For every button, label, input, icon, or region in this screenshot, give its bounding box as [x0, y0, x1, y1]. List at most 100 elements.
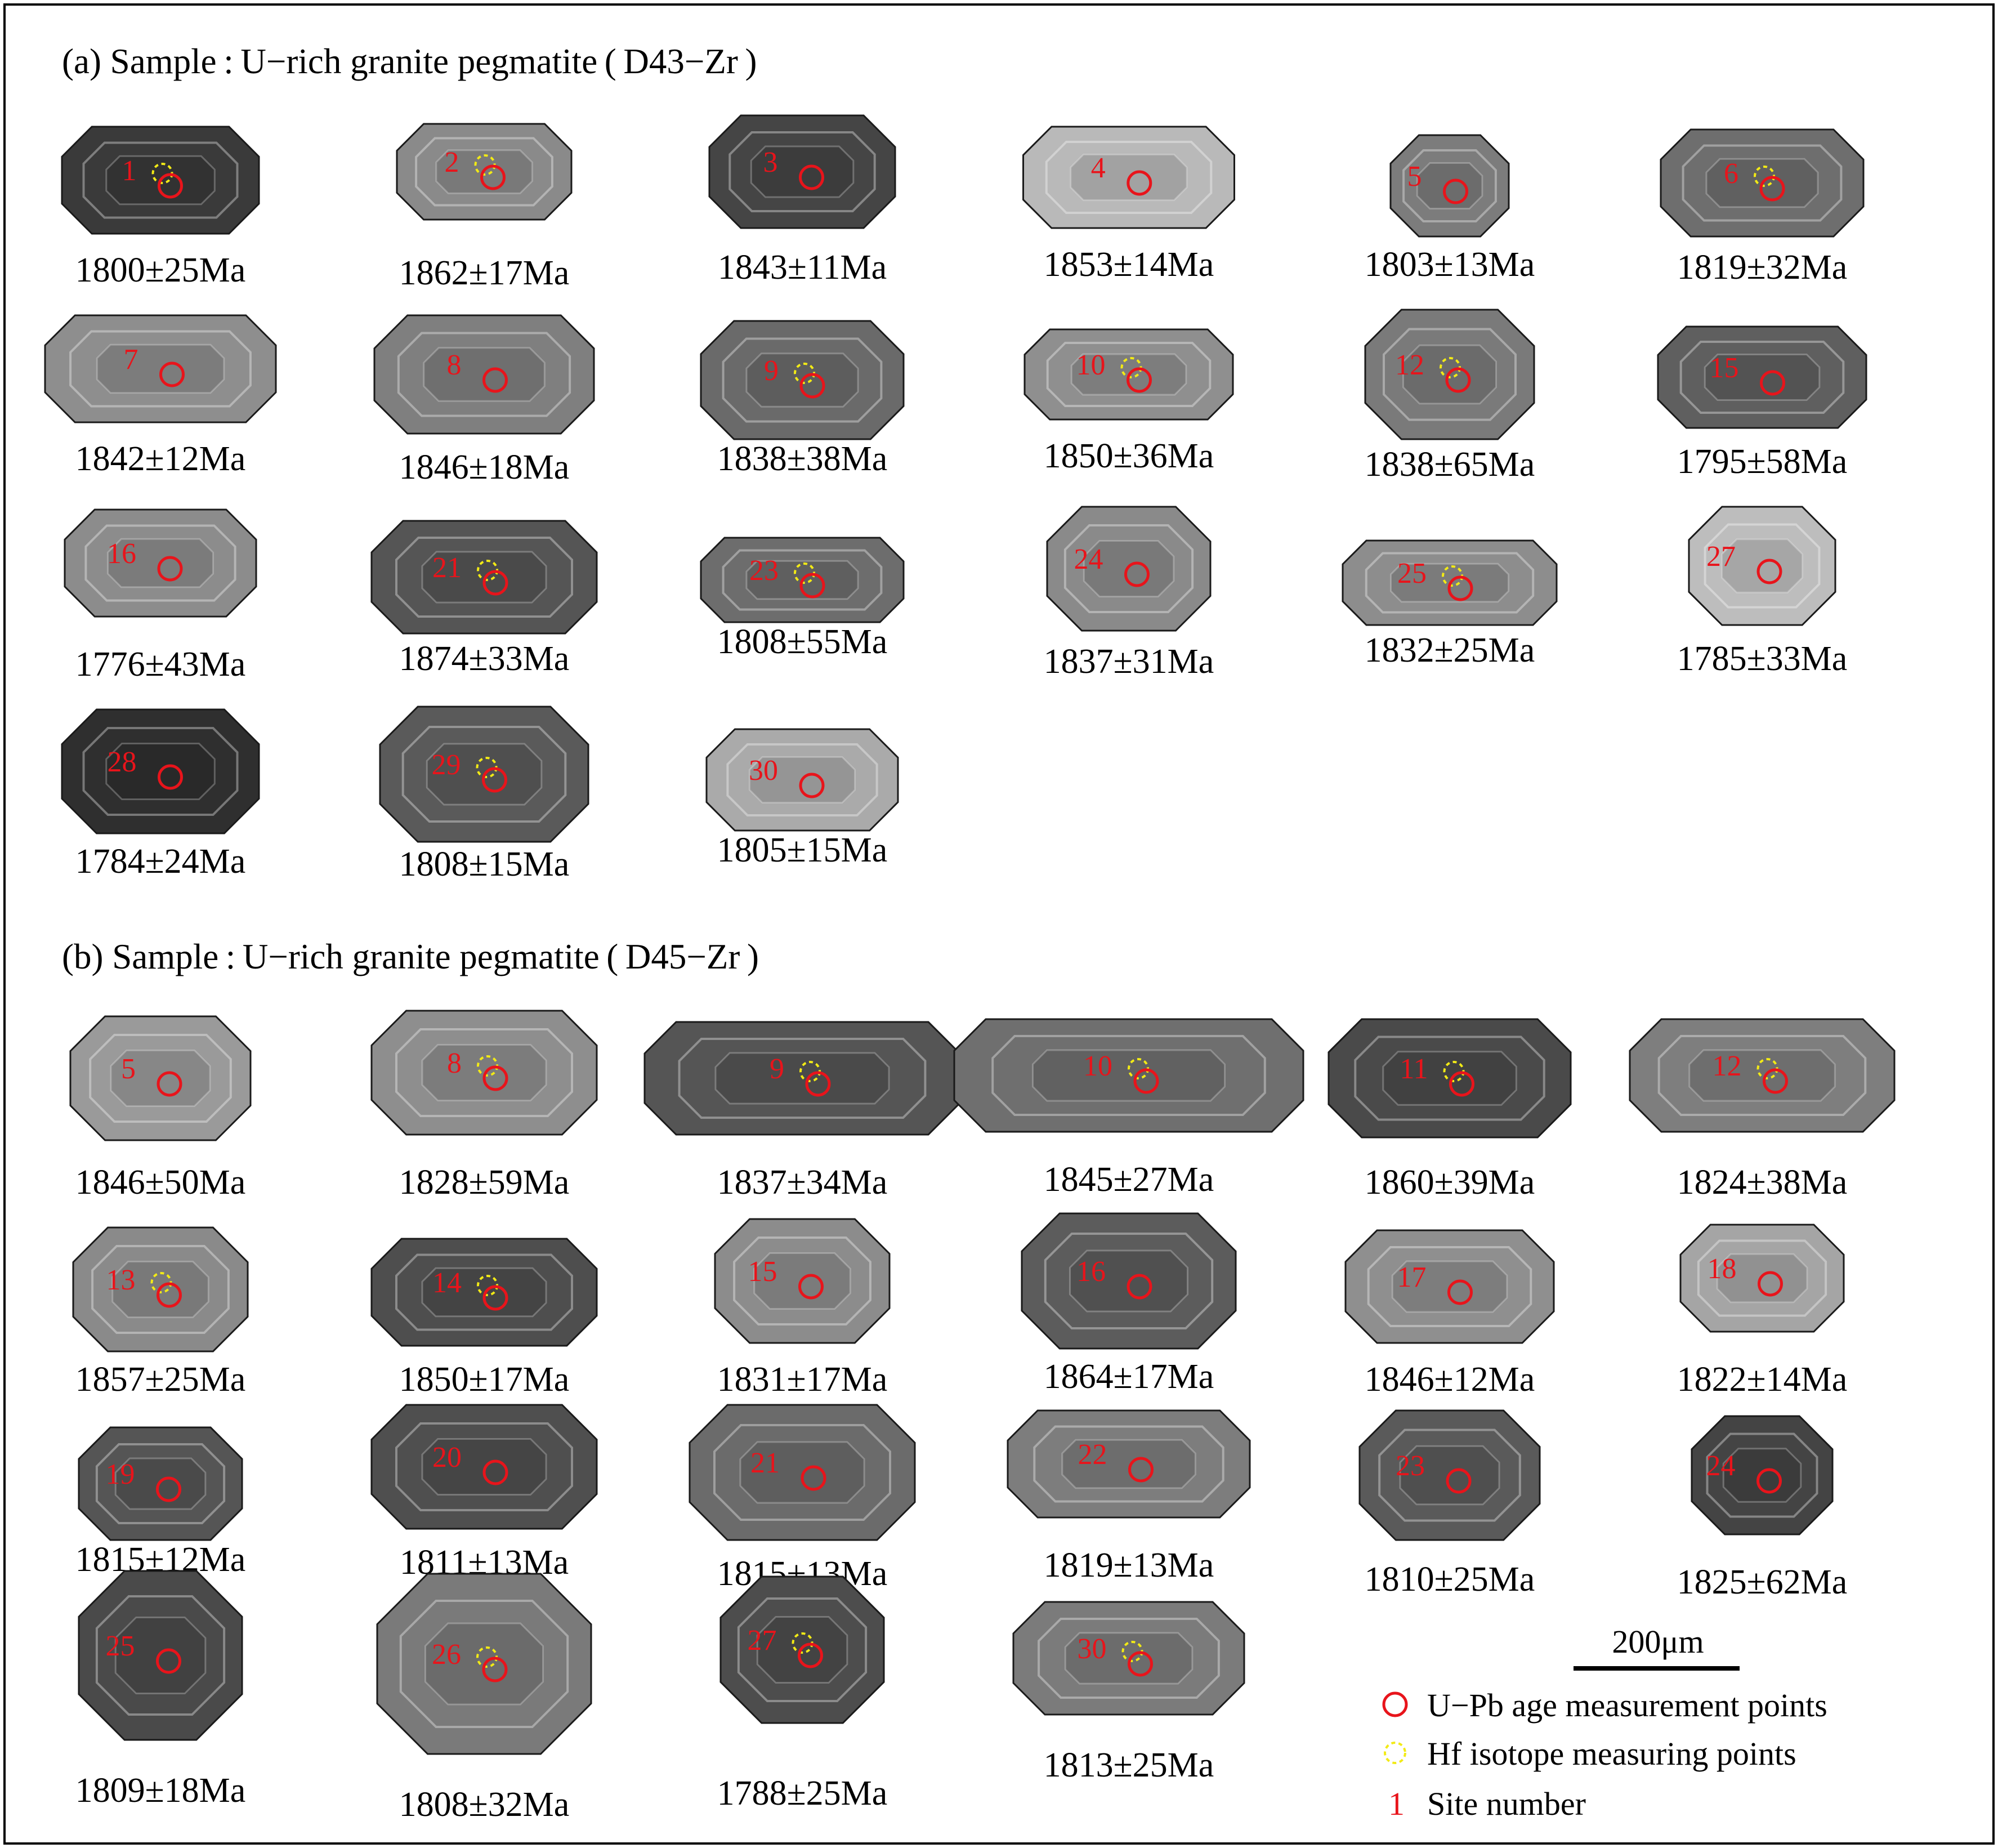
age-label: 1853±14Ma	[1044, 245, 1214, 284]
age-label: 1874±33Ma	[399, 640, 570, 678]
site-number-label: 13	[106, 1264, 136, 1296]
age-label: 1850±36Ma	[1044, 437, 1214, 475]
site-number-label: 15	[1710, 352, 1739, 384]
zircon-zoning-ring	[733, 1237, 871, 1325]
upb-spot-marker	[1127, 1274, 1152, 1300]
scale-bar: 200μm	[1574, 1623, 1740, 1671]
zircon-zoning-ring	[395, 1028, 573, 1117]
site-number-label: 16	[107, 538, 136, 570]
site-number-label: 8	[447, 349, 462, 381]
zircon-zoning-ring	[395, 537, 573, 618]
site-number-label: 18	[1708, 1253, 1737, 1285]
zircon-grain-body	[953, 1018, 1304, 1133]
zircon-core	[1382, 1051, 1517, 1106]
age-label: 1819±32Ma	[1677, 248, 1848, 287]
site-number-label: 25	[106, 1630, 135, 1662]
age-label: 1810±25Ma	[1365, 1560, 1535, 1599]
upb-spot-marker	[156, 1476, 181, 1502]
upb-spot-marker	[1447, 575, 1473, 601]
legend-hf-label: Hf isotope measuring points	[1427, 1735, 1796, 1772]
zircon-zoning-ring	[69, 330, 252, 408]
zircon-zoning-ring	[95, 1595, 226, 1716]
zircon-zoning-ring	[1704, 523, 1821, 609]
site-number-label: 24	[1074, 543, 1103, 575]
figure-frame	[3, 3, 1995, 1845]
site-number-label: 22	[1078, 1439, 1107, 1471]
panel-b-grains: 5 1846±50Ma 81828±59Ma91837±34Ma101845±27M…	[69, 1010, 1896, 1824]
upb-spot-marker	[1446, 1468, 1472, 1494]
upb-spot-marker	[1758, 1271, 1783, 1297]
age-label: 1776±43Ma	[75, 645, 246, 684]
age-label: 1864±17Ma	[1044, 1358, 1214, 1396]
age-label: 1800±25Ma	[75, 251, 246, 289]
panel-a-grains: 11800±25Ma21862±17Ma31843±11Ma41853±14Ma…	[44, 114, 1867, 883]
age-label: 1819±13Ma	[1044, 1546, 1214, 1584]
zircon-zoning-ring	[1046, 342, 1212, 407]
age-label: 1837±31Ma	[1044, 642, 1214, 681]
zircon-zoning-ring	[1367, 1246, 1532, 1327]
zircon-grain: 24 1837±31Ma	[1044, 506, 1214, 681]
upb-spot-marker	[799, 164, 824, 190]
zircon-zoning-ring	[84, 524, 236, 602]
zircon-zoning-ring	[678, 1038, 927, 1119]
age-label: 1784±24Ma	[75, 842, 246, 881]
zircon-zoning-ring	[1679, 341, 1845, 414]
upb-spot-marker	[158, 173, 183, 199]
site-number-label: 27	[748, 1624, 777, 1657]
upb-spot-marker	[1759, 176, 1785, 202]
age-label: 1831±17Ma	[717, 1360, 888, 1399]
zircon-grain: 21 1874±33Ma	[370, 520, 598, 678]
age-label: 1846±50Ma	[75, 1163, 246, 1202]
zircon-zoning-ring	[1063, 524, 1194, 613]
scale-bar-label: 200μm	[1612, 1623, 1704, 1660]
upb-spot-marker	[1127, 170, 1152, 196]
zircon-zoning-ring	[1044, 1233, 1214, 1329]
upb-spot-marker	[1756, 1468, 1782, 1494]
zircon-core	[1722, 1448, 1802, 1503]
site-number-label: 5	[121, 1053, 136, 1085]
upb-spot-marker	[480, 164, 506, 190]
zircon-zoning-ring	[1038, 1618, 1220, 1699]
upb-spot-marker	[482, 570, 508, 596]
age-label: 1808±15Ma	[399, 845, 570, 883]
site-number-label: 23	[1396, 1450, 1425, 1482]
upb-spot-marker	[482, 1657, 508, 1682]
site-number-label: 24	[1706, 1450, 1736, 1482]
upb-spot-marker	[482, 767, 507, 793]
site-number-label: 21	[432, 552, 462, 584]
zircon-grain-body	[44, 314, 277, 423]
zircon-zoning-ring	[1682, 144, 1843, 222]
panel-b-title: (b) Sample : U−rich granite pegmatite ( …	[62, 937, 759, 976]
age-label: 1846±12Ma	[1365, 1360, 1535, 1399]
age-label: 1842±12Ma	[75, 440, 246, 478]
upb-spot-marker	[1445, 367, 1471, 393]
age-label: 1809±18Ma	[75, 1771, 246, 1810]
legend-upb-icon	[1382, 1691, 1408, 1717]
age-label: 1850±17Ma	[399, 1360, 570, 1399]
panel-a-title: (a) Sample : U−rich granite pegmatite ( …	[62, 42, 757, 81]
zircon-zoning-ring	[82, 141, 239, 219]
site-number-label: 2	[445, 146, 459, 178]
site-number-label: 9	[770, 1053, 784, 1085]
age-label: 1785±33Ma	[1677, 640, 1848, 678]
upb-spot-marker	[798, 1642, 823, 1668]
zircon-zoning-ring	[722, 337, 883, 423]
